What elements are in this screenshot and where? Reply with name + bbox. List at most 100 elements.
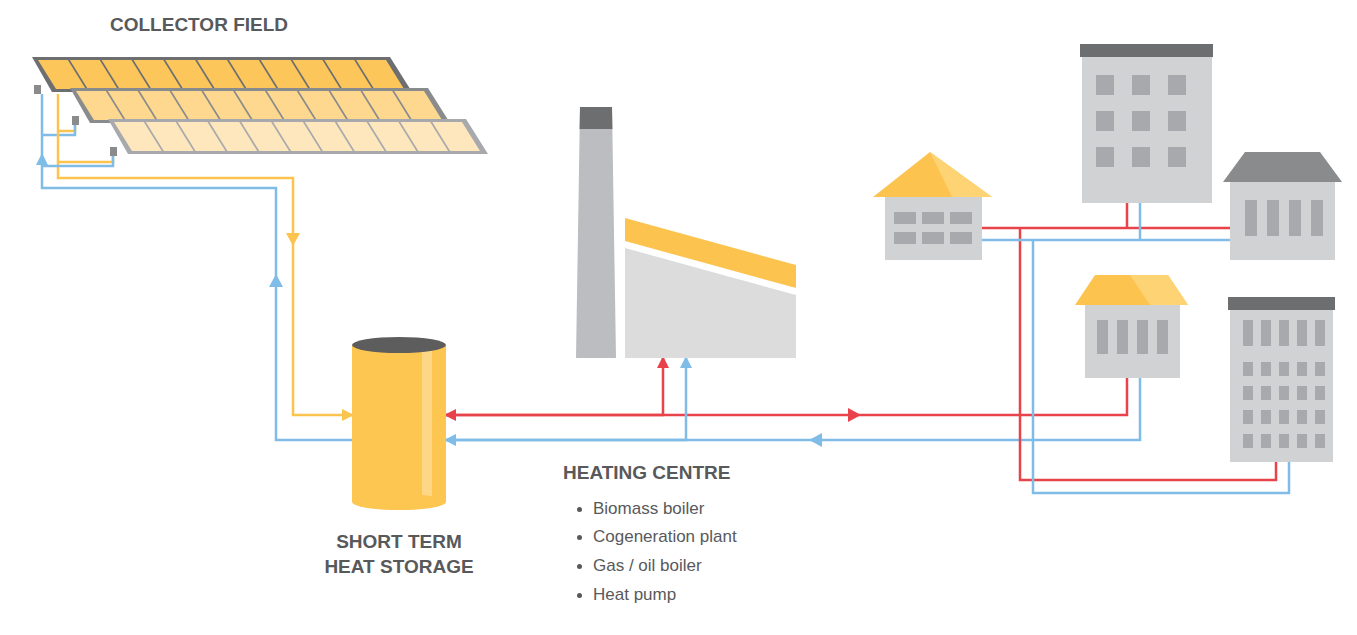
feed-pipe xyxy=(41,94,44,155)
window xyxy=(1315,434,1325,448)
tank-bottom xyxy=(352,494,446,510)
collector-field: COLLECTOR FIELD xyxy=(28,55,490,155)
plant-hall xyxy=(625,248,796,358)
window xyxy=(1168,75,1186,95)
flow-arrowhead xyxy=(809,433,822,447)
storage-tank-shape xyxy=(352,337,446,510)
window xyxy=(1243,386,1253,400)
collector-frame xyxy=(108,119,488,154)
window xyxy=(1279,320,1289,346)
collector-cell xyxy=(394,91,442,120)
window xyxy=(922,212,944,224)
window xyxy=(1315,320,1325,346)
feed-pipe xyxy=(42,156,113,166)
collector-frame xyxy=(70,88,450,123)
window xyxy=(1245,200,1257,236)
storage-tank: SHORT TERM HEAT STORAGE xyxy=(352,337,446,510)
window xyxy=(950,212,972,224)
return-pipe xyxy=(982,239,1230,242)
window xyxy=(1261,410,1271,424)
window xyxy=(1315,362,1325,376)
collector-field-shape xyxy=(28,55,490,155)
collector-frame xyxy=(32,57,412,92)
pipe-fitting xyxy=(34,85,41,94)
window xyxy=(1315,386,1325,400)
flow-arrowhead xyxy=(848,408,861,422)
tank-body xyxy=(352,345,446,502)
window xyxy=(1279,410,1289,424)
roof xyxy=(873,152,992,197)
house-body xyxy=(885,197,982,260)
window xyxy=(1297,386,1307,400)
window xyxy=(1289,200,1301,236)
collector-cell xyxy=(432,122,480,151)
window xyxy=(1096,147,1114,167)
building-body xyxy=(1082,57,1212,203)
window xyxy=(1279,386,1289,400)
window xyxy=(1168,147,1186,167)
chimney xyxy=(576,107,616,358)
window xyxy=(1297,362,1307,376)
pipe-connector xyxy=(42,155,352,440)
window xyxy=(1096,75,1114,95)
pipe-connector xyxy=(446,358,663,415)
bullet-dot xyxy=(577,564,582,569)
window xyxy=(922,232,944,244)
window xyxy=(1132,75,1150,95)
feed-pipe xyxy=(58,125,75,131)
window xyxy=(1243,410,1253,424)
house-body xyxy=(1085,305,1180,378)
window xyxy=(894,212,916,224)
bullet-item: Cogeneration plant xyxy=(593,526,737,548)
roof xyxy=(1075,275,1188,305)
roof-band xyxy=(1080,44,1213,57)
window xyxy=(1243,434,1253,448)
tank-highlight xyxy=(422,345,432,502)
window xyxy=(1137,320,1148,354)
return-pipe xyxy=(1139,203,1142,240)
roof xyxy=(1130,275,1188,305)
window xyxy=(1243,320,1253,346)
window xyxy=(1261,362,1271,376)
collector-cell xyxy=(356,60,404,89)
window xyxy=(1117,320,1128,354)
window xyxy=(1132,147,1150,167)
window xyxy=(1261,434,1271,448)
window xyxy=(1157,320,1168,354)
pipe-fitting xyxy=(110,147,117,156)
window xyxy=(1297,410,1307,424)
window xyxy=(1311,200,1323,236)
chimney-cap xyxy=(580,107,613,129)
return-pipe xyxy=(446,378,1140,440)
window xyxy=(1096,111,1114,131)
window xyxy=(1097,320,1108,354)
building-body xyxy=(1230,310,1333,462)
node-heading: COLLECTOR FIELD xyxy=(110,12,288,37)
window xyxy=(1279,362,1289,376)
window xyxy=(1267,200,1279,236)
roof xyxy=(930,152,992,197)
bullet-item: Biomass boiler xyxy=(593,498,705,520)
heating-centre: HEATING CENTREBiomass boilerCogeneration… xyxy=(575,107,797,358)
window xyxy=(894,232,916,244)
node-heading: SHORT TERM HEAT STORAGE xyxy=(316,529,482,579)
window xyxy=(1297,320,1307,346)
pipe-fitting xyxy=(72,116,79,125)
bullet-item: Gas / oil boiler xyxy=(593,555,702,577)
bullet-dot xyxy=(577,507,582,512)
heating-centre-shape xyxy=(575,107,797,358)
supply-pipe xyxy=(446,378,1127,415)
window xyxy=(1297,434,1307,448)
bullet-item: Heat pump xyxy=(593,584,676,606)
window xyxy=(1279,434,1289,448)
bullet-dot xyxy=(577,535,582,540)
window xyxy=(1261,386,1271,400)
pipe-connector xyxy=(58,155,352,415)
pipe-connector xyxy=(446,358,686,440)
roof-band xyxy=(1228,297,1335,310)
supply-pipe xyxy=(1126,203,1129,228)
house-body xyxy=(1230,182,1335,260)
bullet-dot xyxy=(577,593,582,598)
